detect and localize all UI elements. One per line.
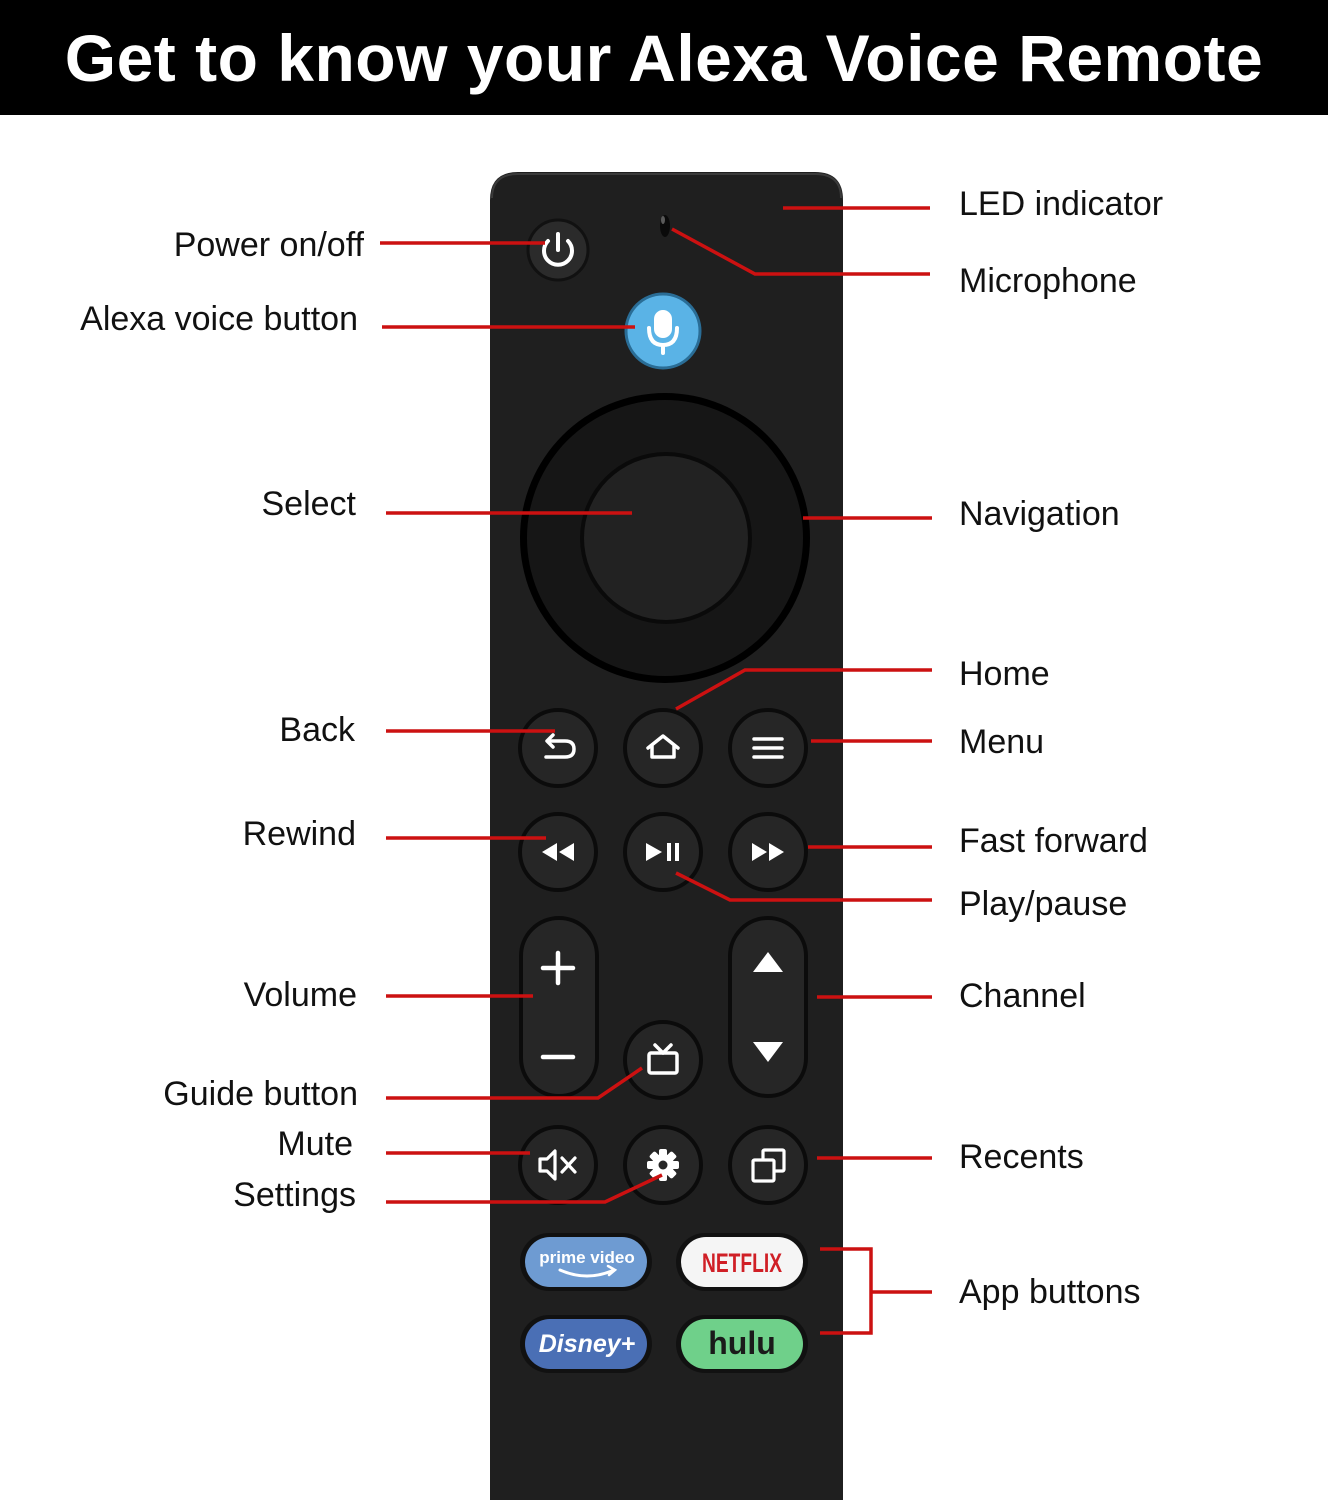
label-recents: Recents (959, 1138, 1084, 1176)
label-app-buttons: App buttons (959, 1273, 1141, 1311)
channel-rocker[interactable] (728, 916, 808, 1098)
microphone-icon (647, 310, 679, 355)
title-banner: Get to know your Alexa Voice Remote (0, 0, 1328, 115)
label-back: Back (279, 711, 355, 749)
label-led: LED indicator (959, 185, 1164, 223)
tv-icon (647, 1043, 679, 1075)
plus-icon (540, 950, 576, 986)
hulu-button[interactable]: hulu (676, 1315, 808, 1373)
volume-rocker[interactable] (519, 916, 599, 1098)
triangle-down-icon (753, 1042, 783, 1062)
select-button[interactable] (580, 452, 752, 624)
back-button[interactable] (518, 708, 598, 788)
leader-guide (386, 1066, 643, 1100)
prime-video-label: prime video (539, 1248, 634, 1267)
label-navigation: Navigation (959, 495, 1120, 533)
hulu-label: hulu (708, 1325, 776, 1361)
home-button[interactable] (623, 708, 703, 788)
label-menu: Menu (959, 723, 1045, 761)
label-power: Power on/off (173, 226, 364, 264)
guide-button[interactable] (623, 1020, 703, 1100)
back-arrow-icon (544, 733, 576, 759)
label-alexa: Alexa voice button (80, 300, 358, 338)
label-home: Home (959, 655, 1050, 693)
label-microphone: Microphone (959, 262, 1137, 300)
label-select: Select (261, 485, 357, 523)
play-pause-icon (646, 843, 679, 861)
leader-lines (380, 206, 932, 1335)
netflix-button[interactable]: NETFLIX (676, 1233, 808, 1291)
power-icon (542, 232, 574, 267)
fast-forward-button[interactable] (728, 812, 808, 892)
fast-forward-icon (752, 843, 784, 861)
label-mute: Mute (277, 1125, 353, 1163)
label-fast-forward: Fast forward (959, 822, 1148, 860)
label-volume: Volume (243, 976, 357, 1014)
recents-icon (751, 1148, 786, 1183)
play-pause-button[interactable] (623, 812, 703, 892)
mute-button[interactable] (518, 1125, 598, 1205)
netflix-label: NETFLIX (702, 1248, 782, 1278)
smile-arrow-icon (558, 1268, 616, 1278)
alexa-voice-button[interactable] (624, 292, 702, 370)
home-icon (646, 734, 680, 759)
settings-button[interactable] (623, 1125, 703, 1205)
hamburger-menu-icon (752, 737, 784, 759)
recents-button[interactable] (728, 1125, 808, 1205)
label-play-pause: Play/pause (959, 885, 1128, 923)
menu-button[interactable] (728, 708, 808, 788)
rewind-icon (542, 843, 574, 861)
prime-video-button[interactable]: prime video (520, 1233, 652, 1291)
leader-microphone (671, 227, 930, 276)
leader-play-pause (675, 871, 932, 902)
disney-plus-label: Disney+ (539, 1330, 636, 1358)
page-title: Get to know your Alexa Voice Remote (64, 20, 1264, 95)
label-guide: Guide button (163, 1075, 358, 1113)
gear-icon (647, 1149, 679, 1181)
disney-plus-button[interactable]: Disney+ (520, 1315, 652, 1373)
label-channel: Channel (959, 977, 1086, 1015)
label-rewind: Rewind (242, 815, 356, 853)
leader-settings (386, 1173, 663, 1204)
speaker-mute-icon (538, 1149, 577, 1181)
rewind-button[interactable] (518, 812, 598, 892)
leader-home (675, 668, 932, 711)
power-button[interactable] (526, 218, 590, 282)
triangle-up-icon (753, 952, 783, 972)
label-settings: Settings (233, 1176, 356, 1214)
